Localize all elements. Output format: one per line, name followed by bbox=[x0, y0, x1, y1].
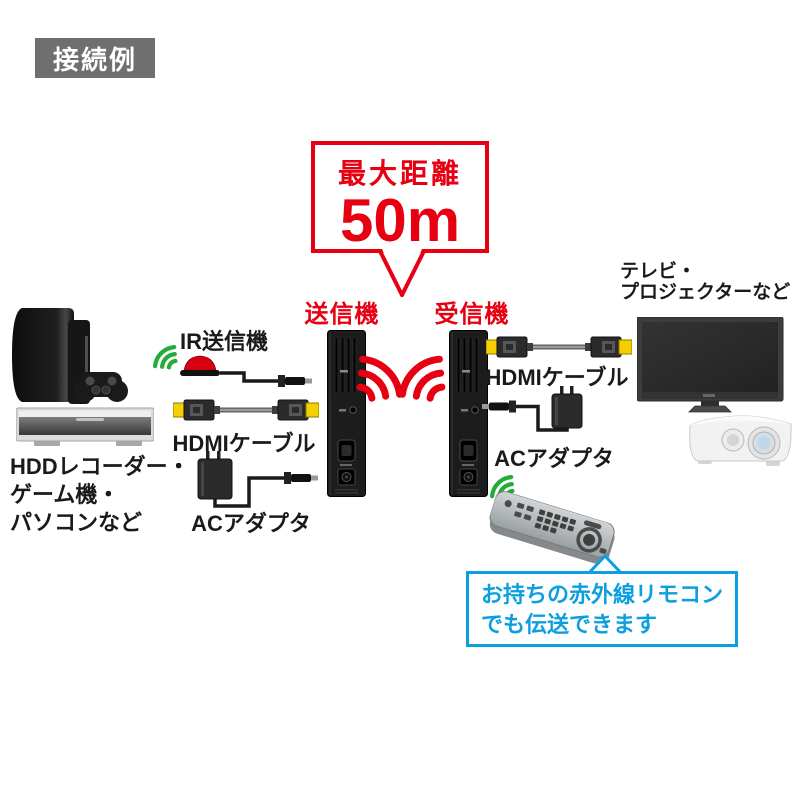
receiver-label: 受信機 bbox=[434, 301, 510, 328]
hdmi-cable-right-icon bbox=[486, 336, 632, 358]
hdd-recorder-icon bbox=[16, 407, 154, 446]
radio-waves-right-icon bbox=[355, 344, 403, 406]
ir-emitter-label: IR送信機 bbox=[179, 329, 268, 354]
source-caption-line2: ゲーム機・ bbox=[10, 482, 120, 507]
max-distance-callout: 最大距離 50m bbox=[311, 141, 489, 253]
section-badge: 接続例 bbox=[35, 38, 155, 78]
remote-note-line1: お持ちの赤外線リモコン bbox=[481, 582, 724, 607]
max-distance-value: 50m bbox=[339, 187, 461, 254]
ac-adapter-left-icon bbox=[196, 451, 320, 508]
tv-icon bbox=[637, 317, 784, 413]
source-devices-caption: HDDレコーダー・ ゲーム機・ パソコンなど bbox=[10, 453, 190, 537]
game-controller-icon bbox=[74, 372, 128, 402]
hdmi-cable-right-label: HDMIケーブル bbox=[485, 365, 629, 390]
remote-note-line2: でも伝送できます bbox=[481, 612, 658, 637]
display-caption-line1: テレビ・ bbox=[620, 261, 697, 282]
projector-icon bbox=[689, 415, 792, 466]
transmitter-label: 送信機 bbox=[304, 301, 380, 328]
callout-tail bbox=[377, 249, 427, 297]
ac-adapter-right-label: ACアダプタ bbox=[494, 446, 614, 471]
source-caption-line3: パソコンなど bbox=[10, 510, 143, 535]
max-distance-label: 最大距離 bbox=[337, 158, 462, 189]
remote-control-icon bbox=[489, 489, 648, 569]
display-devices-caption: テレビ・ プロジェクターなど bbox=[620, 261, 790, 303]
radio-waves-left-icon bbox=[399, 344, 447, 406]
hdmi-cable-left-label: HDMIケーブル bbox=[172, 431, 316, 456]
ac-adapter-left-label: ACアダプタ bbox=[191, 511, 311, 536]
hdmi-cable-left-icon bbox=[173, 399, 319, 421]
ir-emitter-icon bbox=[180, 355, 312, 387]
source-caption-line1: HDDレコーダー・ bbox=[10, 454, 190, 479]
remote-note-callout: お持ちの赤外線リモコン でも伝送できます bbox=[466, 571, 738, 647]
display-caption-line2: プロジェクターなど bbox=[620, 282, 791, 303]
ac-adapter-right-icon bbox=[482, 386, 583, 432]
ir-waves-icon bbox=[145, 341, 179, 371]
